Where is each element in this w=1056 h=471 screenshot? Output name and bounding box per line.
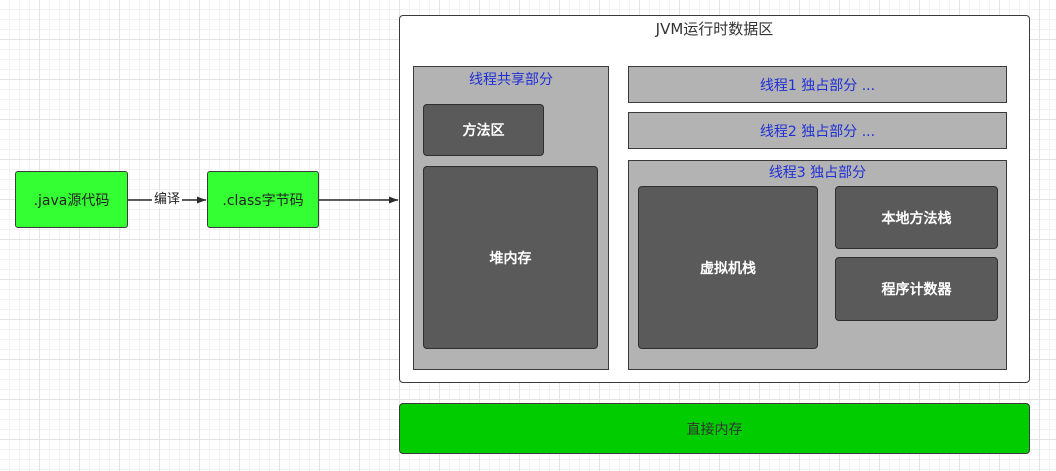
- heap-box[interactable]: 堆内存: [423, 166, 598, 349]
- program-counter-label: 程序计数器: [881, 282, 952, 298]
- thread1-title: 线程1 独占部分 ...: [759, 77, 876, 94]
- java-source-box[interactable]: .java源代码: [15, 171, 128, 228]
- class-bytecode-box[interactable]: .class字节码: [207, 171, 319, 228]
- direct-memory-label: 直接内存: [686, 421, 743, 438]
- program-counter-box[interactable]: 程序计数器: [835, 257, 998, 321]
- thread1-panel[interactable]: 线程1 独占部分 ...: [628, 66, 1007, 103]
- method-area-label: 方法区: [462, 123, 505, 139]
- vm-stack-label: 虚拟机栈: [700, 260, 756, 277]
- method-area-box[interactable]: 方法区: [423, 104, 544, 156]
- thread2-panel[interactable]: 线程2 独占部分 ...: [628, 112, 1007, 149]
- vm-stack-box[interactable]: 虚拟机栈: [638, 186, 818, 349]
- class-bytecode-label: .class字节码: [222, 192, 304, 209]
- jvm-title: JVM运行时数据区: [655, 20, 774, 38]
- direct-memory-box[interactable]: 直接内存: [399, 403, 1030, 454]
- thread2-title: 线程2 独占部分 ...: [759, 123, 876, 140]
- native-method-stack-label: 本地方法栈: [881, 210, 952, 227]
- native-method-stack-box[interactable]: 本地方法栈: [835, 186, 998, 249]
- java-source-label: .java源代码: [33, 192, 110, 209]
- thread3-title: 线程3 独占部分: [768, 165, 867, 181]
- heap-label: 堆内存: [489, 250, 532, 267]
- thread-shared-title: 线程共享部分: [469, 72, 553, 88]
- compile-label: 编译: [152, 192, 183, 208]
